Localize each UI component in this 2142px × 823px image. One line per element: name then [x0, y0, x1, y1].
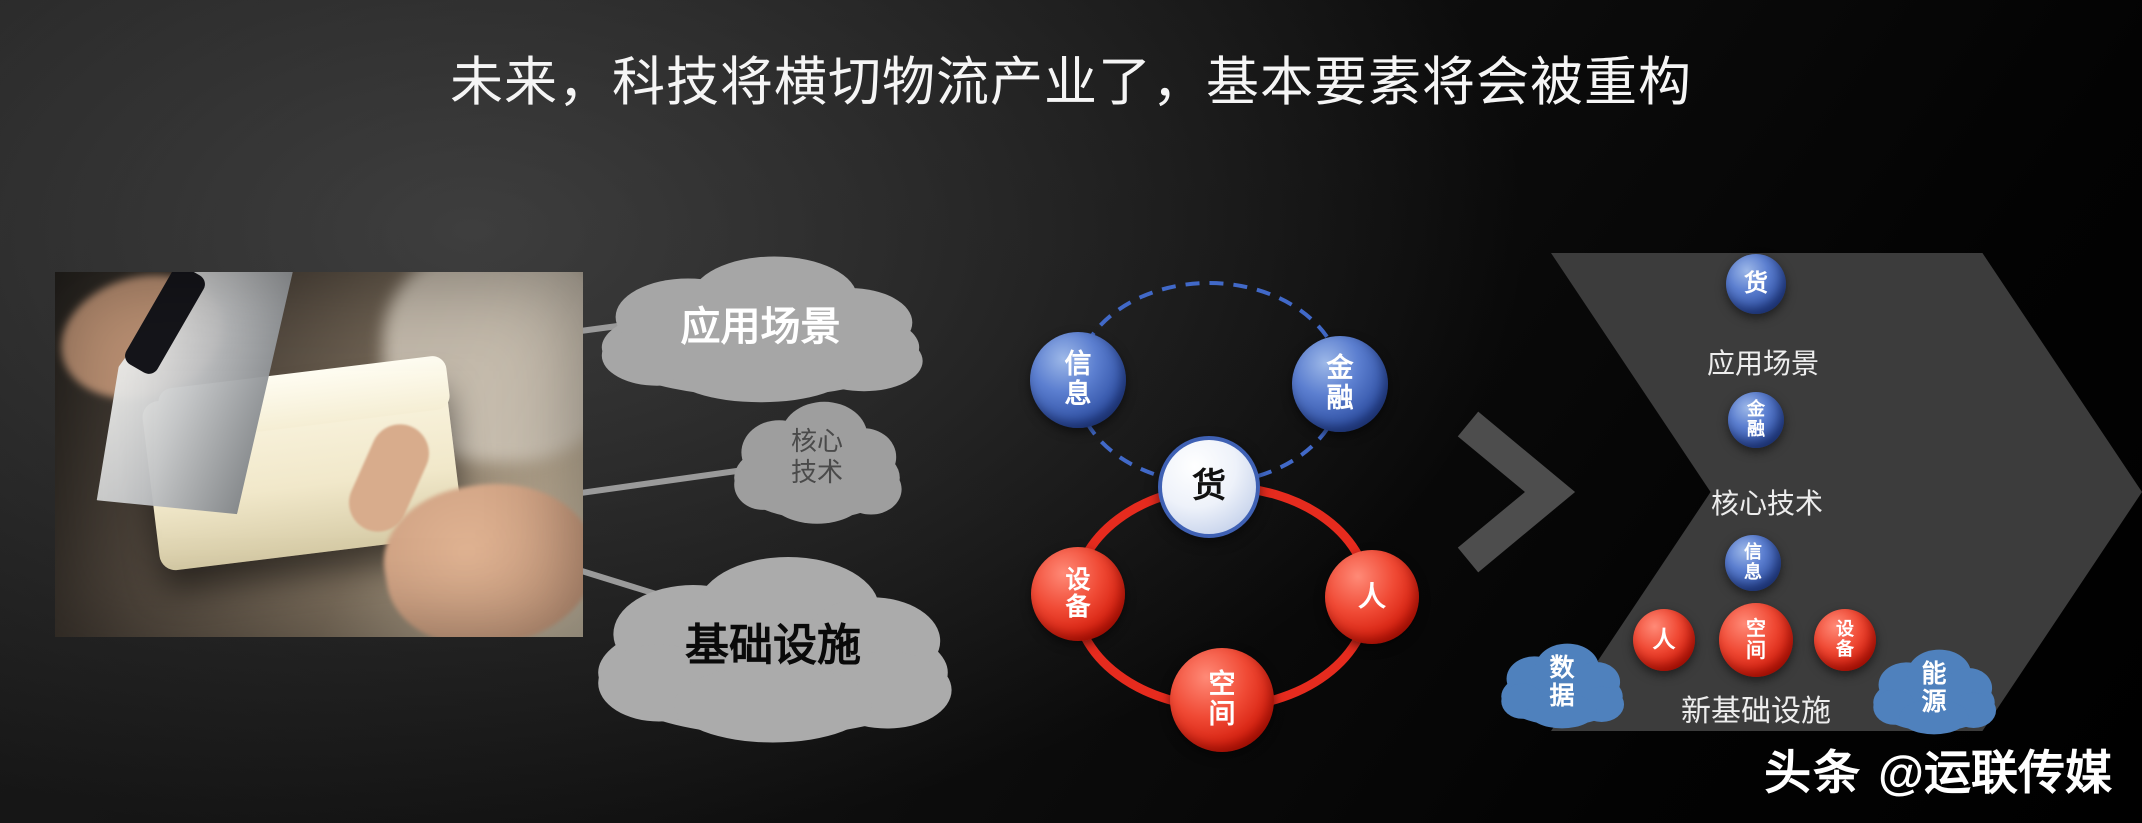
data-cloud-label: 数据: [1549, 654, 1575, 710]
watermark-brand: 头条: [1764, 746, 1863, 799]
panel-node-space: 空间: [1719, 603, 1793, 677]
core-tech-cloud-label: 核心技术: [790, 426, 843, 487]
infrastructure-cloud-label: 基础设施: [685, 621, 861, 670]
core-tech-cloud: 核心技术: [727, 388, 907, 526]
node-space: 空间: [1170, 648, 1274, 752]
photo-vignette: [55, 272, 583, 637]
watermark-handle: @运联传媒: [1878, 746, 2112, 799]
data-cloud: 数据: [1496, 634, 1628, 730]
panel-node-people: 人: [1633, 609, 1695, 671]
panel-node-finance: 金融: [1728, 392, 1784, 448]
panel-node-goods: 货: [1726, 254, 1786, 314]
panel-core-tech-label: 核心技术: [1710, 488, 1824, 519]
chevron-right-icon: [1457, 411, 1576, 573]
node-finance: 金融: [1292, 336, 1388, 432]
energy-cloud: 能源: [1868, 640, 2000, 736]
app-scene-cloud-label: 应用场景: [680, 304, 841, 349]
node-people: 人: [1325, 550, 1419, 644]
energy-cloud-label: 能源: [1921, 660, 1947, 716]
watermark: 头条 @运联传媒: [1764, 734, 2112, 803]
app-scene-cloud: 应用场景: [588, 240, 933, 405]
node-equipment: 设备: [1031, 547, 1125, 641]
panel-node-info: 信息: [1725, 535, 1781, 591]
panel-new-infrastructure-label: 新基础设施: [1681, 695, 1831, 728]
infrastructure-cloud: 基础设施: [583, 536, 963, 746]
node-goods: 货: [1158, 436, 1260, 538]
node-info: 信息: [1030, 332, 1126, 428]
panel-app-scene-label: 应用场景: [1706, 348, 1820, 379]
panel-node-equipment: 设备: [1814, 609, 1876, 671]
photo-knife-cutting-block: [55, 272, 583, 637]
slide-title: 未来，科技将横切物流产业了，基本要素将会被重构: [450, 53, 1692, 112]
